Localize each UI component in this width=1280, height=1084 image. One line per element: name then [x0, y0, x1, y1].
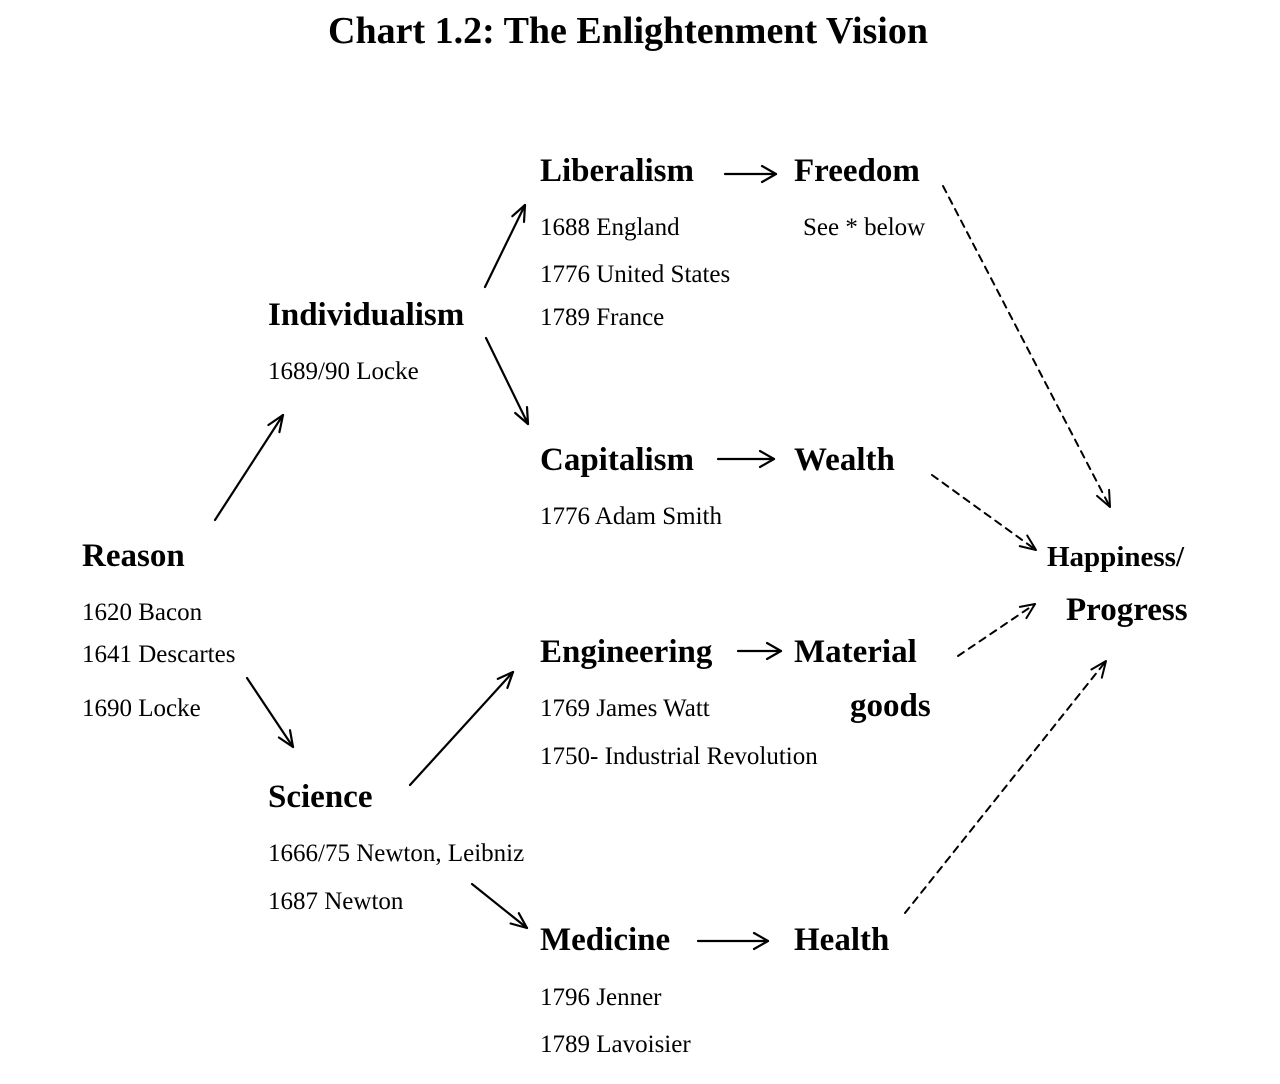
note-engineering-1: 1769 James Watt — [540, 695, 710, 722]
arrow-medicine-to-health — [696, 931, 770, 951]
arrow-material-to-happiness — [957, 603, 1036, 657]
arrow-liberalism-to-freedom — [723, 164, 778, 184]
node-medicine: Medicine — [540, 922, 671, 958]
note-science-2: 1687 Newton — [268, 888, 404, 915]
node-progress: Progress — [1066, 592, 1188, 628]
node-wealth: Wealth — [794, 442, 895, 478]
note-liberalism-3: 1789 France — [540, 304, 665, 331]
node-goods: goods — [850, 688, 931, 724]
node-health: Health — [794, 922, 890, 958]
note-medicine-1: 1796 Jenner — [540, 984, 662, 1011]
arrow-capitalism-to-wealth — [716, 449, 776, 469]
note-reason-2: 1641 Descartes — [82, 641, 236, 668]
note-reason-3: 1690 Locke — [82, 695, 201, 722]
node-engineering: Engineering — [540, 634, 713, 670]
arrow-engineering-to-material — [736, 641, 783, 661]
note-freedom: See * below — [803, 214, 926, 241]
node-individualism: Individualism — [268, 297, 465, 333]
node-liberalism: Liberalism — [540, 153, 694, 189]
note-capitalism-1: 1776 Adam Smith — [540, 503, 722, 530]
arrow-science-to-medicine — [470, 882, 529, 930]
arrow-reason-to-individualism — [213, 413, 285, 522]
note-individualism-1: 1689/90 Locke — [268, 358, 419, 385]
node-capitalism: Capitalism — [540, 442, 695, 478]
note-reason-1: 1620 Bacon — [82, 599, 203, 626]
node-freedom: Freedom — [794, 153, 920, 189]
page-title: Chart 1.2: The Enlightenment Vision — [328, 10, 928, 52]
note-liberalism-1: 1688 England — [540, 214, 680, 241]
node-reason: Reason — [82, 538, 185, 574]
note-liberalism-2: 1776 United States — [540, 261, 731, 288]
arrow-reason-to-science — [245, 676, 295, 749]
arrow-individualism-to-capitalism — [484, 336, 530, 426]
arrow-health-to-happiness — [904, 660, 1107, 914]
node-happiness: Happiness/ — [1047, 541, 1184, 573]
node-science: Science — [268, 779, 373, 815]
arrow-science-to-engineering — [408, 670, 515, 787]
note-science-1: 1666/75 Newton, Leibniz — [268, 840, 525, 867]
arrow-individualism-to-liberalism — [483, 203, 527, 289]
note-medicine-2: 1789 Lavoisier — [540, 1031, 691, 1058]
arrow-freedom-to-happiness — [942, 185, 1111, 508]
arrow-wealth-to-happiness — [931, 474, 1037, 551]
node-material: Material — [794, 634, 917, 670]
note-engineering-2: 1750- Industrial Revolution — [540, 743, 818, 770]
